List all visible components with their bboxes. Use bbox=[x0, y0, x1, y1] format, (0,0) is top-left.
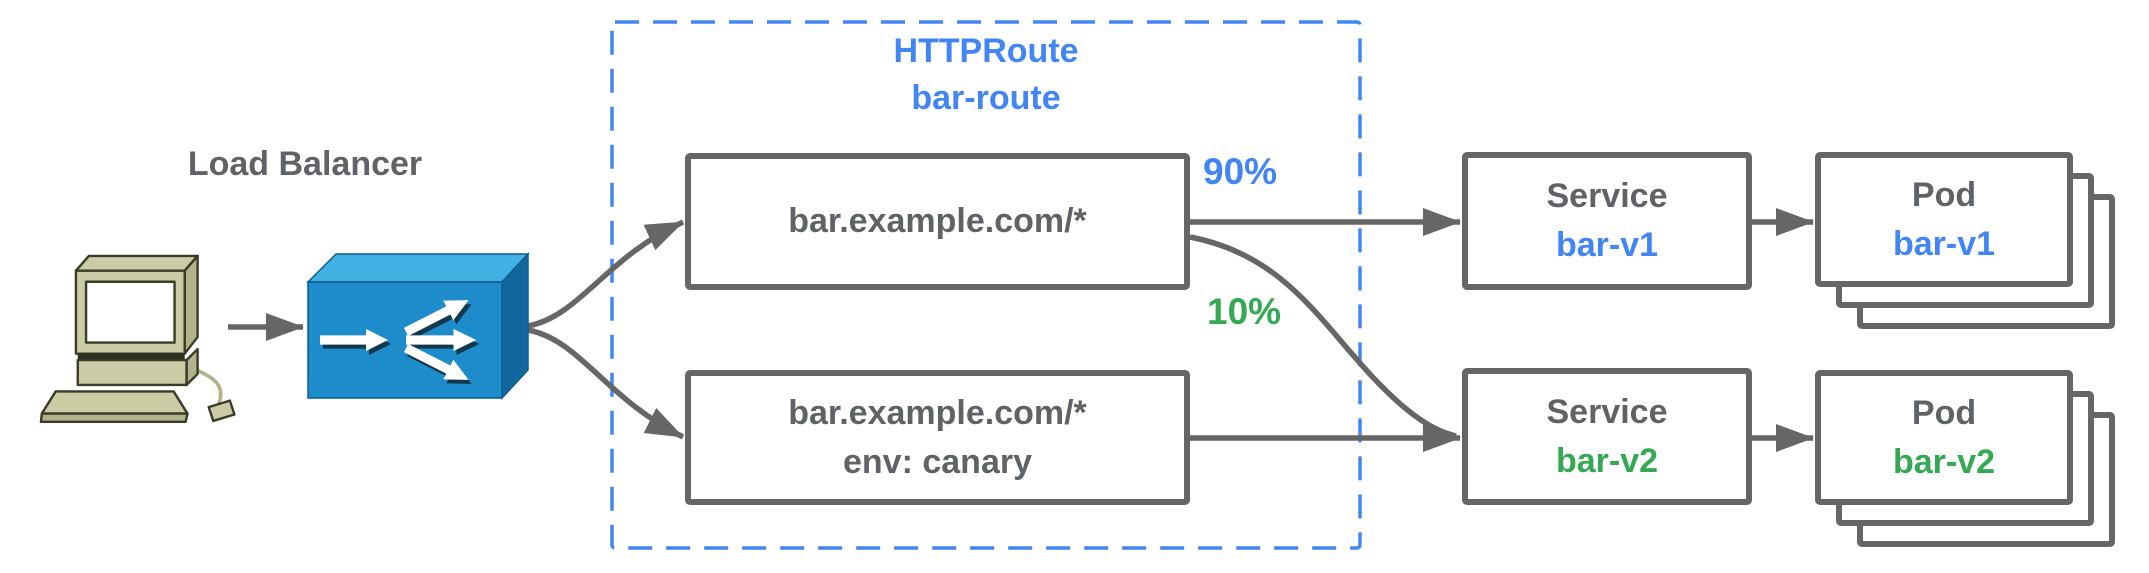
arrow-lb-to-route1 bbox=[527, 219, 685, 329]
httproute-title: HTTPRoute bar-route bbox=[612, 28, 1360, 122]
load-balancer-label: Load Balancer bbox=[187, 145, 423, 183]
httproute-name-label: bar-route bbox=[911, 79, 1061, 117]
route-rule-primary-box: bar.example.com/* bbox=[685, 153, 1190, 290]
route-rule-primary-hostname: bar.example.com/* bbox=[788, 202, 1087, 240]
service-bar-v1-box: Service bar-v1 bbox=[1462, 152, 1752, 290]
pod-name-label: bar-v2 bbox=[1892, 442, 1996, 481]
pod-name-label: bar-v1 bbox=[1892, 224, 1996, 263]
route-rule-canary-header-match: env: canary bbox=[843, 442, 1032, 481]
pod-kind-label: Pod bbox=[1911, 393, 1977, 432]
weight-10-label: 10% bbox=[1207, 291, 1282, 332]
arrow-lb-to-route2 bbox=[527, 327, 685, 440]
weight-90-label: 90% bbox=[1203, 151, 1278, 192]
pod-kind-label: Pod bbox=[1911, 175, 1977, 214]
route-rule-canary-box: bar.example.com/* env: canary bbox=[685, 370, 1190, 505]
httproute-kind-label: HTTPRoute bbox=[893, 32, 1079, 70]
service-name-label: bar-v1 bbox=[1555, 226, 1659, 264]
service-kind-label: Service bbox=[1546, 177, 1668, 215]
pod-bar-v1-box: Pod bar-v1 bbox=[1815, 152, 2073, 287]
load-balancer-icon bbox=[306, 252, 530, 400]
pod-bar-v2-box: Pod bar-v2 bbox=[1815, 370, 2073, 505]
service-kind-label: Service bbox=[1546, 392, 1668, 431]
curve-route1-to-service2-10 bbox=[1189, 234, 1457, 439]
httproute-group-border bbox=[610, 20, 1362, 550]
service-bar-v2-box: Service bar-v2 bbox=[1462, 368, 1752, 505]
client-computer-icon bbox=[39, 254, 236, 424]
route-rule-canary-hostname: bar.example.com/* bbox=[788, 393, 1087, 432]
service-name-label: bar-v2 bbox=[1555, 441, 1659, 480]
